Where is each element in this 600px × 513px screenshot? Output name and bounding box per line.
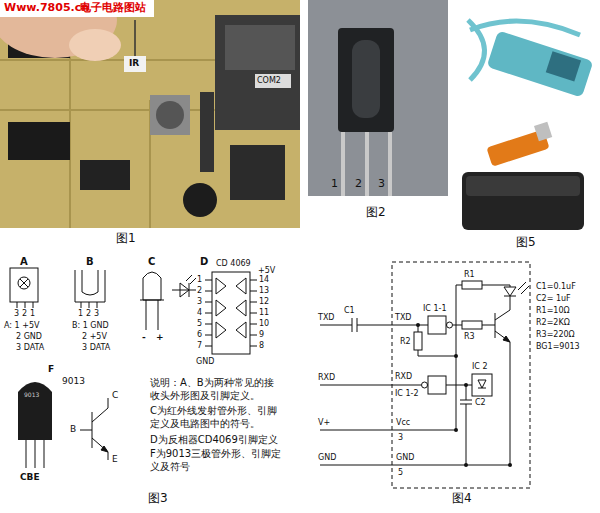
- pin-number: 1: [30, 309, 35, 318]
- watermark: 电子电路图站: [80, 2, 146, 15]
- pin-number: 9: [259, 330, 264, 339]
- signal-name: Vcc: [396, 418, 410, 427]
- signal-name: GND: [318, 453, 336, 462]
- pin-sign: +: [156, 332, 164, 342]
- pin-number: 8: [259, 341, 264, 350]
- pin-number: 7: [197, 341, 202, 350]
- pin-number: 1: [197, 275, 202, 284]
- pin-number: 12: [259, 297, 269, 306]
- note: F为9013三极管外形、引脚定义及符号: [150, 447, 286, 473]
- pin-number: 2: [197, 286, 202, 295]
- part-letter: F: [48, 364, 54, 374]
- pin-number: 10: [259, 319, 269, 328]
- pin-number: 1: [331, 178, 338, 191]
- pin-number: 3: [197, 297, 202, 306]
- pin-number: 13: [259, 286, 269, 295]
- photo-label: IR: [129, 58, 139, 68]
- body-marking: 9013: [24, 392, 39, 399]
- pin-definition: 3 DATA: [16, 343, 44, 352]
- pin-name: E: [112, 454, 118, 464]
- pin-number: 11: [259, 308, 269, 317]
- figure-caption: 图3: [148, 492, 168, 506]
- figure-caption: 图5: [516, 236, 536, 250]
- signal-name: TXD: [318, 313, 335, 322]
- component-value: BG1=9013: [536, 342, 580, 351]
- figure-caption: 图1: [116, 232, 136, 246]
- pin-definition: B: 1 GND: [72, 321, 109, 330]
- pin-number: 3: [14, 309, 19, 318]
- pin-name: B: [70, 424, 76, 434]
- pin-number: 3: [378, 178, 385, 191]
- component-value: R2=2KΩ: [536, 318, 570, 327]
- signal-name: RXD: [395, 372, 412, 381]
- chip-name: CD 4069: [216, 259, 251, 268]
- pin-definition: 3 DATA: [82, 343, 110, 352]
- pin-order: CBE: [20, 472, 40, 482]
- component-label: IC 2: [472, 362, 488, 371]
- figure-caption: 图4: [452, 492, 472, 506]
- signal-name: GND: [396, 453, 414, 462]
- part-letter: D: [200, 256, 208, 268]
- note: 说明：A、B为两种常见的接收头外形图及引脚定义。: [150, 376, 282, 402]
- pin-definition: A: 1 +5V: [4, 321, 39, 330]
- component-label: IC 1-1: [423, 304, 447, 313]
- pin-number: 6: [197, 330, 202, 339]
- pin-number: 3: [94, 309, 99, 318]
- component-value: C2= 1uF: [536, 294, 571, 303]
- pin-name: GND: [196, 357, 214, 366]
- part-letter: B: [86, 256, 94, 268]
- note: D为反相器CD4069引脚定义: [150, 433, 300, 446]
- component-value: R1=10Ω: [536, 306, 570, 315]
- signal-name: V+: [318, 418, 330, 427]
- signal-name: TXD: [395, 313, 412, 322]
- pin-sign: -: [142, 332, 146, 342]
- photo-label: COM2: [257, 76, 281, 85]
- pin-name: C: [112, 390, 118, 400]
- pin-number: 5: [197, 319, 202, 328]
- component-label: R3: [464, 332, 475, 341]
- pin-name: +5V: [258, 266, 275, 275]
- pin-number: 3: [398, 433, 403, 442]
- pin-number: 1: [78, 309, 83, 318]
- component-value: C1=0.1uF: [536, 282, 576, 291]
- watermark: Www.7805.cn: [4, 2, 89, 15]
- pin-number: 14: [259, 275, 269, 284]
- part-letter: C: [148, 256, 155, 268]
- figure-caption: 图2: [366, 206, 386, 220]
- pin-number: 2: [22, 309, 27, 318]
- pin-number: 5: [398, 468, 403, 477]
- component-label: C2: [475, 398, 486, 407]
- signal-name: RXD: [318, 373, 335, 382]
- pin-definition: 2 GND: [16, 332, 42, 341]
- pin-number: 4: [197, 308, 202, 317]
- part-letter: A: [20, 256, 28, 268]
- pin-number: 2: [86, 309, 91, 318]
- component-label: IC 1-2: [395, 389, 419, 398]
- component-label: R2: [400, 337, 411, 346]
- part-number: 9013: [62, 376, 85, 386]
- component-label: C1: [344, 306, 355, 315]
- component-value: R3=220Ω: [536, 330, 575, 339]
- pin-definition: 2 +5V: [82, 332, 107, 341]
- note: C为红外线发射管外形、引脚定义及电路图中的符号。: [150, 404, 282, 430]
- pin-number: 2: [355, 178, 362, 191]
- component-label: R1: [464, 270, 475, 279]
